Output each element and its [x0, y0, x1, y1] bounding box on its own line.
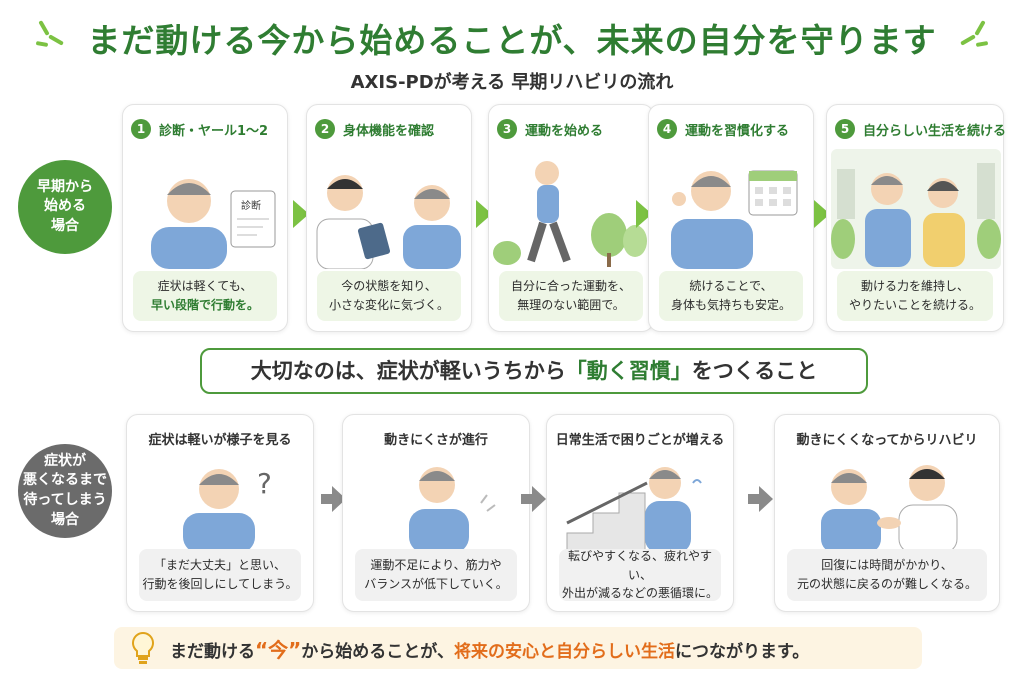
step-caption: 運動不足により、筋力やバランスが低下していく。: [355, 549, 517, 601]
step-caption: 転びやすくなる、疲れやすい、外出が減るなどの悪循環に。: [559, 549, 721, 601]
decline-illustration: [409, 467, 496, 553]
late-step-card-3: 日常生活で困りごとが増える 転びやすくなる、疲れやすい、外出が減るなどの悪循環に…: [546, 414, 734, 612]
step-caption: 今の状態を知り、小さな変化に気づく。: [317, 271, 461, 321]
step-caption: 「まだ大丈夫」と思い、行動を後回しにしてしまう。: [139, 549, 301, 601]
late-start-label: 症状が 悪くなるまで 待ってしまう 場合: [18, 444, 112, 538]
late-step-card-2: 動きにくさが進行 運動不足により、筋力やバランスが低下していく。: [342, 414, 530, 612]
stairs-illustration: [566, 467, 702, 553]
late-step-card-4: 動きにくくなってからリハビリ 回復には時間がかかり、元の状態に戻るのが難しくなる…: [774, 414, 1000, 612]
step-caption: 自分に合った運動を、無理のない範囲で。: [499, 271, 643, 321]
arrow-right-icon: [748, 486, 774, 512]
page-subtitle: AXIS-PDが考える 早期リハビリの流れ: [350, 72, 674, 93]
question-mark-icon: ?: [257, 467, 272, 500]
page-title: まだ動ける今から始めることが、未来の自分を守ります: [87, 21, 937, 60]
late-rehab-illustration: [821, 465, 958, 553]
arrow-right-icon: [521, 486, 547, 512]
lightbulb-icon: [132, 631, 154, 664]
daily-life-illustration: [831, 149, 1001, 269]
checkup-illustration: [316, 175, 461, 269]
diagnosis-illustration: 診断: [151, 179, 276, 269]
arrow-right-icon: [293, 200, 309, 228]
step-caption: 続けることで、身体も気持ちも安定。: [659, 271, 803, 321]
calendar-icon: [748, 170, 798, 216]
late-step-card-1: 症状は軽いが様子を見る ? 「まだ大丈夫」と思い、行動を後回しにしてしまう。: [126, 414, 314, 612]
habit-illustration: [671, 170, 798, 269]
step-caption: 動ける力を維持し、やりたいことを続ける。: [837, 271, 993, 321]
early-start-label: 早期から 始める 場合: [18, 160, 112, 254]
walking-illustration: [493, 161, 647, 267]
step-caption: 症状は軽くても、早い段階で行動を。: [133, 271, 277, 321]
step-caption: 回復には時間がかかり、元の状態に戻るのが難しくなる。: [787, 549, 987, 601]
footer-message: まだ動ける“今”から始めることが、将来の安心と自分らしい生活につながります。: [114, 627, 922, 669]
key-message-banner: 大切なのは、症状が軽いうちから「動く習慣」をつくること: [200, 348, 868, 394]
wait-and-see-illustration: ?: [183, 467, 272, 553]
svg-text:診断: 診断: [241, 199, 261, 212]
